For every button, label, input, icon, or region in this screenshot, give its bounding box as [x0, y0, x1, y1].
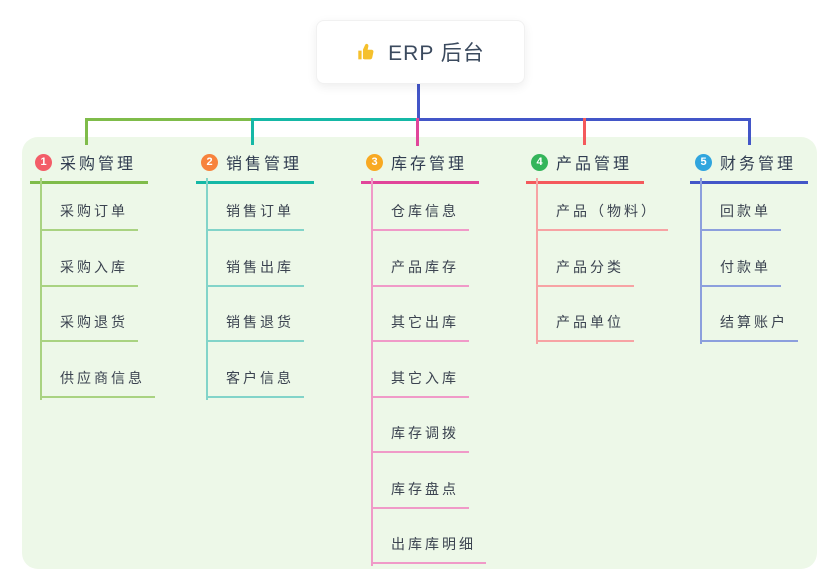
branch-header[interactable]: 1 采购管理 — [30, 150, 149, 184]
leaf-node[interactable]: 产品单位 — [536, 312, 634, 342]
leaf-node[interactable]: 采购退货 — [40, 312, 138, 342]
branch-drop-line-4 — [583, 118, 586, 145]
leaf-node[interactable]: 产品库存 — [371, 257, 469, 287]
leaf-label: 销售退货 — [226, 314, 294, 330]
leaf-label: 仓库信息 — [391, 203, 459, 219]
branch-inventory: 3 库存管理 仓库信息 产品库存 其它出库 其它入库 库存调拨 库存盘点 出库库… — [361, 0, 531, 588]
leaf-node[interactable]: 采购入库 — [40, 257, 138, 287]
branch-header[interactable]: 5 财务管理 — [690, 150, 809, 184]
branch-label: 采购管理 — [60, 156, 137, 173]
branch-connector-line — [40, 178, 42, 400]
leaf-label: 库存调拨 — [391, 425, 459, 441]
leaf-node[interactable]: 库存盘点 — [371, 479, 469, 509]
branch-drop-line-5 — [748, 118, 751, 145]
branch-connector-line — [536, 178, 538, 344]
leaf-label: 其它入库 — [391, 370, 459, 386]
leaf-node[interactable]: 出库库明细 — [371, 534, 486, 564]
root-node[interactable]: ERP 后台 — [316, 20, 525, 84]
branch-header[interactable]: 3 库存管理 — [361, 150, 480, 184]
branch-number-badge: 5 — [695, 153, 712, 171]
leaf-label: 产品库存 — [391, 259, 459, 275]
leaf-label: 采购入库 — [60, 259, 128, 275]
leaf-label: 其它出库 — [391, 314, 459, 330]
branch-drop-line-3 — [416, 118, 419, 146]
branch-header[interactable]: 4 产品管理 — [526, 150, 645, 184]
root-title: ERP 后台 — [388, 42, 485, 65]
leaf-node[interactable]: 仓库信息 — [371, 201, 469, 231]
leaf-label: 供应商信息 — [60, 370, 145, 386]
branch-sales: 2 销售管理 销售订单 销售出库 销售退货 客户信息 — [196, 0, 366, 588]
leaf-node[interactable]: 产品（物料） — [536, 201, 668, 231]
branch-drop-line-2 — [251, 118, 254, 145]
leaf-node[interactable]: 供应商信息 — [40, 368, 155, 398]
branch-connector-line — [206, 178, 208, 400]
branch-label: 库存管理 — [391, 156, 468, 173]
leaf-node[interactable]: 销售订单 — [206, 201, 304, 231]
branch-connector-line — [371, 178, 373, 566]
leaf-label: 库存盘点 — [391, 481, 459, 497]
leaf-node[interactable]: 库存调拨 — [371, 423, 469, 453]
leaf-node[interactable]: 销售退货 — [206, 312, 304, 342]
leaf-label: 客户信息 — [226, 370, 294, 386]
leaf-node[interactable]: 结算账户 — [700, 312, 798, 342]
branch-label: 销售管理 — [226, 156, 303, 173]
junction-line-segment-teal — [253, 118, 418, 121]
root-stem-line — [417, 82, 420, 120]
leaf-label: 销售订单 — [226, 203, 294, 219]
leaf-label: 回款单 — [720, 203, 771, 219]
leaf-node[interactable]: 回款单 — [700, 201, 781, 231]
branch-header[interactable]: 2 销售管理 — [196, 150, 315, 184]
leaf-node[interactable]: 客户信息 — [206, 368, 304, 398]
branch-drop-line-1 — [85, 118, 88, 145]
leaf-node[interactable]: 其它入库 — [371, 368, 469, 398]
leaf-node[interactable]: 其它出库 — [371, 312, 469, 342]
branches-background-panel — [22, 137, 817, 569]
branch-label: 财务管理 — [720, 156, 797, 173]
branch-number-badge: 3 — [366, 153, 383, 171]
thumbs-up-icon — [358, 43, 374, 60]
leaf-node[interactable]: 销售出库 — [206, 257, 304, 287]
leaf-node[interactable]: 采购订单 — [40, 201, 138, 231]
branch-label: 产品管理 — [556, 156, 633, 173]
leaf-label: 产品（物料） — [556, 203, 658, 219]
branch-finance: 5 财务管理 回款单 付款单 结算账户 — [690, 0, 839, 588]
branch-number-badge: 1 — [35, 153, 52, 171]
junction-line-segment-green — [86, 118, 253, 121]
branch-number-badge: 2 — [201, 153, 218, 171]
leaf-label: 付款单 — [720, 259, 771, 275]
branch-number-badge: 4 — [531, 153, 548, 171]
branch-purchase: 1 采购管理 采购订单 采购入库 采购退货 供应商信息 — [30, 0, 200, 588]
leaf-label: 产品单位 — [556, 314, 624, 330]
leaf-node[interactable]: 产品分类 — [536, 257, 634, 287]
leaf-node[interactable]: 付款单 — [700, 257, 781, 287]
leaf-label: 结算账户 — [720, 314, 788, 330]
leaf-label: 采购退货 — [60, 314, 128, 330]
leaf-label: 采购订单 — [60, 203, 128, 219]
leaf-label: 产品分类 — [556, 259, 624, 275]
branch-connector-line — [700, 178, 702, 344]
leaf-label: 出库库明细 — [391, 536, 476, 552]
branch-product: 4 产品管理 产品（物料） 产品分类 产品单位 — [526, 0, 696, 588]
leaf-label: 销售出库 — [226, 259, 294, 275]
